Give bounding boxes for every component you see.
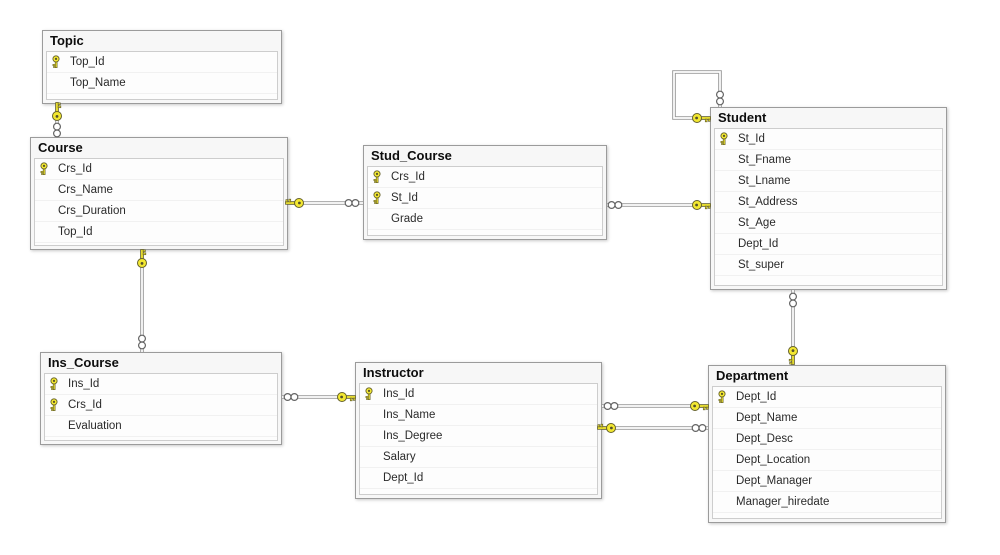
primary-key-icon <box>360 387 378 401</box>
field-name: St_Id <box>391 192 418 204</box>
field-name: Dept_Manager <box>736 475 813 487</box>
field-name: Evaluation <box>68 420 122 432</box>
field-name: Grade <box>391 213 423 225</box>
table-title[interactable]: Course <box>38 140 83 155</box>
field-row-Dept_Id[interactable]: Dept_Id <box>713 387 941 408</box>
field-name: Ins_Id <box>383 388 415 400</box>
field-name: Manager_hiredate <box>736 496 830 508</box>
field-name: Top_Id <box>58 226 93 238</box>
field-row-St_Fname[interactable]: St_Fname <box>715 150 942 171</box>
field-row-Crs_Id[interactable]: Crs_Id <box>368 167 602 188</box>
field-row-Manager_hiredate[interactable]: Manager_hiredate <box>713 492 941 513</box>
field-name: St_Address <box>738 196 798 208</box>
field-row-St_Id[interactable]: St_Id <box>715 129 942 150</box>
field-name: St_super <box>738 259 785 271</box>
field-row-St_super[interactable]: St_super <box>715 255 942 276</box>
field-name: Dept_Id <box>736 391 777 403</box>
field-row-Ins_Degree[interactable]: Ins_Degree <box>360 426 597 447</box>
field-row-Top_Id[interactable]: Top_Id <box>35 222 283 243</box>
relationship-topic-course[interactable] <box>52 102 62 138</box>
primary-key-icon <box>45 377 63 391</box>
relationship-course-inscourse[interactable] <box>137 249 147 353</box>
field-row-Salary[interactable]: Salary <box>360 447 597 468</box>
relationship-course-studcourse[interactable] <box>285 198 364 208</box>
relationship-studcourse-student[interactable] <box>607 200 711 210</box>
table-title[interactable]: Topic <box>50 33 84 48</box>
field-name: Dept_Id <box>383 472 424 484</box>
primary-key-icon <box>368 191 386 205</box>
field-row-St_Age[interactable]: St_Age <box>715 213 942 234</box>
field-name: Dept_Id <box>738 238 779 250</box>
field-row-Dept_Name[interactable]: Dept_Name <box>713 408 941 429</box>
primary-key-icon <box>715 132 733 146</box>
field-row-Grade[interactable]: Grade <box>368 209 602 230</box>
field-row-Dept_Id[interactable]: Dept_Id <box>715 234 942 255</box>
primary-key-icon <box>47 55 65 69</box>
field-row-St_Id[interactable]: St_Id <box>368 188 602 209</box>
field-row-Dept_Location[interactable]: Dept_Location <box>713 450 941 471</box>
field-row-Top_Name[interactable]: Top_Name <box>47 73 277 94</box>
table-title[interactable]: Student <box>718 110 767 125</box>
field-row-Ins_Id[interactable]: Ins_Id <box>45 374 277 395</box>
field-name: Crs_Duration <box>58 205 126 217</box>
table-title[interactable]: Instructor <box>363 365 424 380</box>
primary-key-icon <box>368 170 386 184</box>
field-name: Crs_Id <box>391 171 425 183</box>
field-row-Dept_Desc[interactable]: Dept_Desc <box>713 429 941 450</box>
field-name: St_Age <box>738 217 776 229</box>
relationship-student-self[interactable] <box>672 70 724 123</box>
field-name: Ins_Name <box>383 409 436 421</box>
relationship-inscourse-instructor[interactable] <box>282 392 356 402</box>
field-row-Dept_Manager[interactable]: Dept_Manager <box>713 471 941 492</box>
field-name: Crs_Id <box>58 163 92 175</box>
field-row-Evaluation[interactable]: Evaluation <box>45 416 277 437</box>
field-name: Top_Name <box>70 77 126 89</box>
table-title[interactable]: Ins_Course <box>48 355 119 370</box>
relationship-instructor-department-2[interactable] <box>597 423 709 433</box>
field-name: Ins_Degree <box>383 430 443 442</box>
field-name: Dept_Location <box>736 454 811 466</box>
table-title[interactable]: Stud_Course <box>371 148 452 163</box>
relationship-student-department[interactable] <box>788 290 798 365</box>
primary-key-icon <box>35 162 53 176</box>
field-name: Dept_Desc <box>736 433 793 445</box>
field-name: Dept_Name <box>736 412 798 424</box>
field-name: Ins_Id <box>68 378 100 390</box>
field-row-St_Address[interactable]: St_Address <box>715 192 942 213</box>
field-row-Ins_Name[interactable]: Ins_Name <box>360 405 597 426</box>
relationship-instructor-department-1[interactable] <box>602 401 709 411</box>
field-name: Crs_Name <box>58 184 113 196</box>
field-name: Salary <box>383 451 416 463</box>
field-name: Crs_Id <box>68 399 102 411</box>
field-name: St_Fname <box>738 154 792 166</box>
field-name: St_Id <box>738 133 765 145</box>
field-name: Top_Id <box>70 56 105 68</box>
field-row-Crs_Duration[interactable]: Crs_Duration <box>35 201 283 222</box>
field-row-Crs_Id[interactable]: Crs_Id <box>45 395 277 416</box>
field-row-Dept_Id[interactable]: Dept_Id <box>360 468 597 489</box>
primary-key-icon <box>45 398 63 412</box>
field-row-Ins_Id[interactable]: Ins_Id <box>360 384 597 405</box>
field-name: St_Lname <box>738 175 791 187</box>
field-row-Top_Id[interactable]: Top_Id <box>47 52 277 73</box>
field-row-Crs_Id[interactable]: Crs_Id <box>35 159 283 180</box>
field-row-Crs_Name[interactable]: Crs_Name <box>35 180 283 201</box>
table-title[interactable]: Department <box>716 368 789 383</box>
primary-key-icon <box>713 390 731 404</box>
field-row-St_Lname[interactable]: St_Lname <box>715 171 942 192</box>
